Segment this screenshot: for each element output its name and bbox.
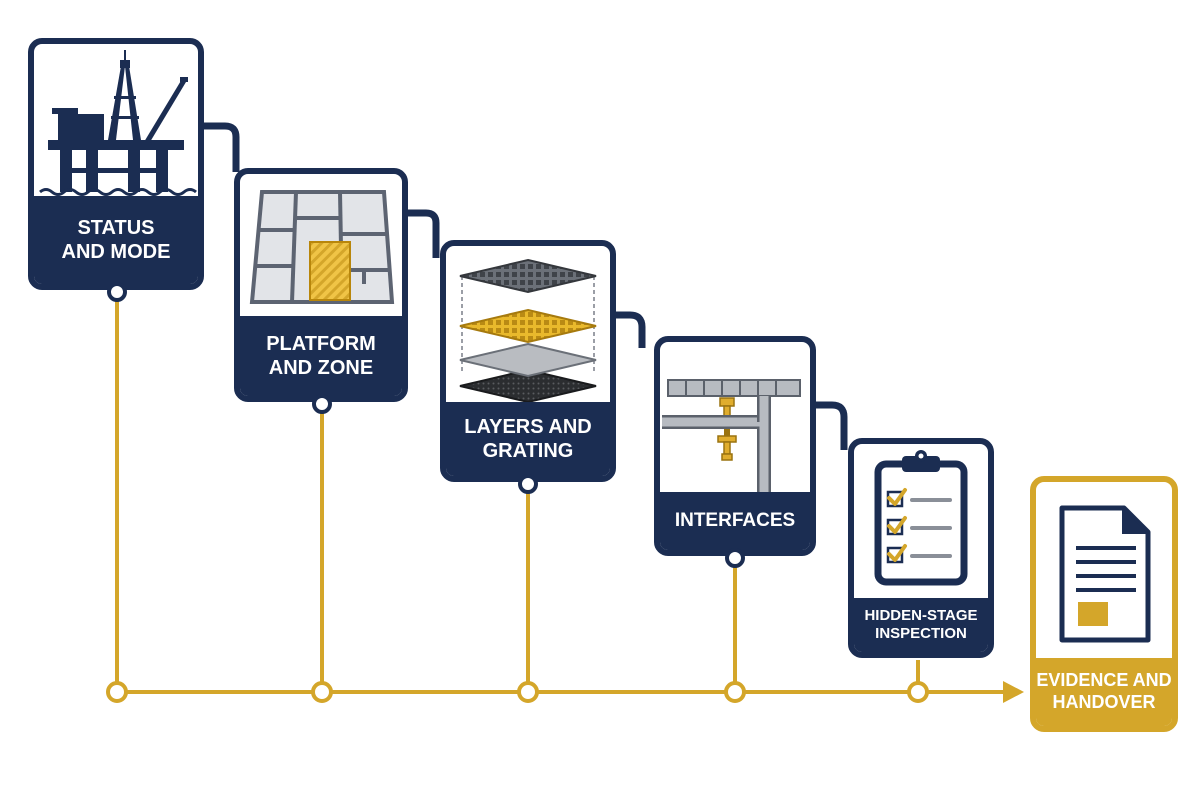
timeline-node-2 — [311, 681, 333, 703]
step-connector-4-5 — [814, 401, 848, 450]
step-connector-2-3 — [406, 209, 440, 258]
document-icon — [1036, 482, 1172, 658]
timeline-node-4 — [724, 681, 746, 703]
layered-grating-icon — [446, 246, 610, 402]
step-connector-1-2 — [203, 122, 240, 172]
step-label: HIDDEN-STAGE INSPECTION — [854, 598, 988, 652]
timeline-node-5 — [907, 681, 929, 703]
timeline-node-1 — [106, 681, 128, 703]
pipe-support-interface-icon — [660, 342, 810, 492]
step-card-layers-and-grating: LAYERS AND GRATING — [440, 240, 616, 482]
checklist-clipboard-icon — [854, 444, 988, 598]
step-card-platform-and-zone: PLATFORM AND ZONE — [234, 168, 408, 402]
step-label: STATUS AND MODE — [34, 196, 198, 284]
step-card-status-and-mode: STATUS AND MODE — [28, 38, 204, 290]
timeline-node-3 — [517, 681, 539, 703]
timeline-arrowhead — [1003, 681, 1024, 703]
step-card-evidence-and-handover: EVIDENCE AND HANDOVER — [1030, 476, 1178, 732]
step-connector-3-4 — [614, 311, 646, 348]
step-label: LAYERS AND GRATING — [446, 402, 610, 476]
floor-plan-zone-icon — [240, 174, 402, 316]
step-label: EVIDENCE AND HANDOVER — [1036, 658, 1172, 726]
step-card-interfaces: INTERFACES — [654, 336, 816, 556]
step-label: INTERFACES — [660, 492, 810, 550]
step-label: PLATFORM AND ZONE — [240, 316, 402, 396]
offshore-platform-icon — [34, 44, 198, 206]
step-card-hidden-stage-inspection: HIDDEN-STAGE INSPECTION — [848, 438, 994, 658]
